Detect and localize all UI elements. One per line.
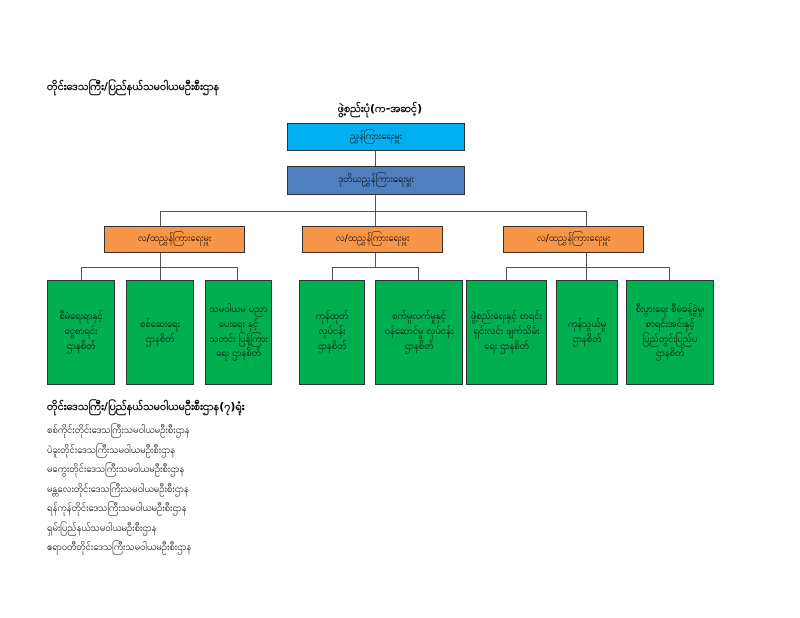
connector-s6-up: [506, 267, 507, 280]
connector-ad1-up: [160, 211, 161, 226]
assistant-director-box-2: လ/ထညွှန်ကြားရေးမှူး: [302, 226, 443, 253]
director-box: ညွှန်ကြားရေးမှူး: [287, 123, 465, 151]
connector-ad3-up: [586, 211, 587, 226]
connector-ad2-down: [375, 253, 376, 268]
list-item: စစ်ကိုင်းတိုင်းဒေသကြီးသမဝါယမဦးစီးဌာန: [47, 425, 190, 436]
connector-ad2-up: [375, 211, 376, 226]
connector-ad1-down: [160, 253, 161, 268]
chart-header: ဖွဲ့စည်းပုံ(က-အဆင့်): [337, 102, 423, 115]
connector-group2-bus: [332, 267, 419, 268]
list-item: ရန်ကုန်တိုင်းဒေသကြီးသမဝါယမဦးစီးဌာန: [47, 503, 187, 514]
page-title: တိုင်းဒေသကြီး/ပြည်နယ်သမဝါယမဦးစီးဌာန: [47, 80, 220, 93]
offices-list-title: တိုင်းဒေသကြီး/ပြည်နယ်သမဝါယမဦးစီးဌာန(၇)ရု…: [47, 400, 245, 413]
connector-s7-up: [586, 267, 587, 280]
connector-s1-up: [81, 267, 82, 280]
assistant-director-box-1: လ/ထညွှန်ကြားရေးမှူး: [104, 226, 245, 253]
connector-s4-up: [332, 267, 333, 280]
connector-deputy-down: [375, 195, 376, 212]
connector-s8-up: [669, 267, 670, 280]
connector-director-deputy: [375, 151, 376, 166]
section-box-inspection: စစ်ဆေးရေး ဌာနစိတ်: [126, 280, 194, 385]
assistant-director-box-3: လ/ထညွှန်ကြားရေးမှူး: [503, 226, 644, 253]
section-box-industry-service: စက်မှုလက်မှုနှင့် ဝန်ဆောင်မှု လုပ်ငန်းဌာ…: [375, 280, 463, 385]
offices-list: စစ်ကိုင်းတိုင်းဒေသကြီးသမဝါယမဦးစီးဌာန ပဲခ…: [47, 421, 191, 558]
section-box-education-information: သမဝါယမ ပညာပေးရေး နှင့်သတင်း ပြန့်ကြားရေး…: [205, 280, 272, 385]
section-box-organization-liquidation: ဖွဲ့စည်းရေးနှင့် စာရင်းရှင်းလင်း ဖျက်သိမ…: [466, 280, 547, 385]
connector-s2-up: [160, 267, 161, 280]
section-box-admin-finance: စီမံရေးရာနှင့် ငွေစာရင်း ဌာနစိတ်: [47, 280, 115, 385]
list-item: ရှမ်းပြည်နယ်သမဝါယမဦးစီးဌာန: [47, 522, 157, 534]
list-item: ဧရာဝတီတိုင်းဒေသကြီးသမဝါယမဦးစီးဌာန: [47, 542, 192, 553]
list-item: ပဲခူးတိုင်းဒေသကြီးသမဝါယမဦးစီးဌာန: [47, 444, 176, 456]
connector-group1-bus: [81, 267, 238, 268]
connector-s5-up: [418, 267, 419, 280]
list-item: မကွေးတိုင်းဒေသကြီးသမဝါယမဦးစီးဌာန: [47, 464, 185, 475]
connector-s3-up: [237, 267, 238, 280]
section-box-business-management: စီးပွားရေး စီမံခန့်ခွဲမှု၊ စာရင်းအင်းနှင…: [626, 280, 714, 385]
connector-group3-bus: [506, 267, 670, 268]
section-box-trade: ကုန်သွယ်မှု ဌာနစိတ်: [556, 280, 618, 385]
list-item: မန္တလေးတိုင်းဒေသကြီးသမဝါယမဦးစီးဌာန: [47, 483, 189, 495]
deputy-director-box: ဒုတိယညွှန်ကြားရေးမှူး: [287, 166, 465, 195]
connector-level2-bus: [160, 211, 586, 212]
section-box-production: ကုန်ထုတ် လုပ်ငန်း ဌာနစိတ်: [299, 280, 365, 385]
connector-ad3-down: [586, 253, 587, 268]
